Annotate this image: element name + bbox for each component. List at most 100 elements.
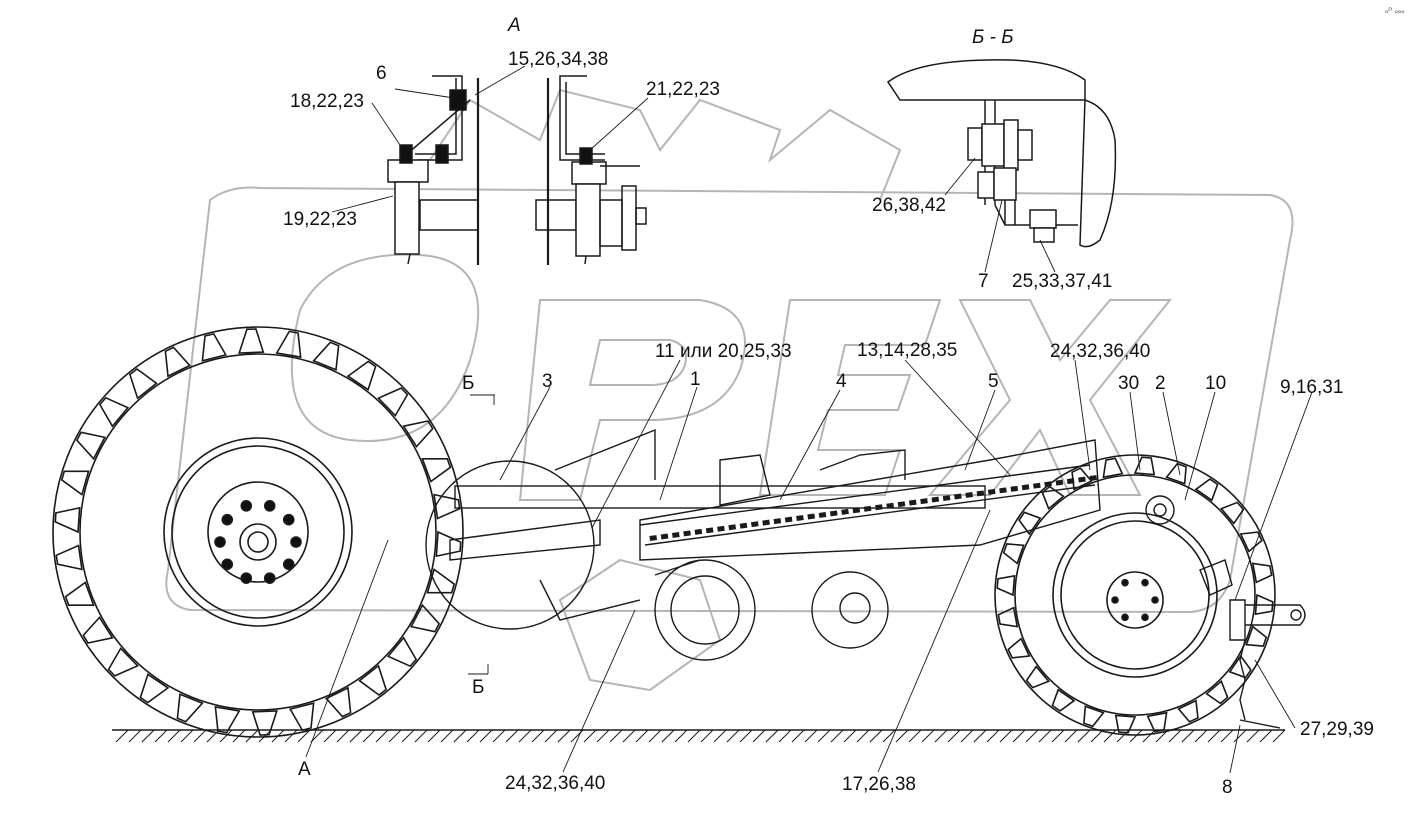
chain-link [784, 516, 793, 523]
hatch-stroke [323, 729, 337, 743]
chain-link [999, 487, 1007, 494]
tyre-lug [996, 574, 1016, 597]
tyre-lug [1239, 531, 1263, 553]
wheel-bolt [263, 500, 276, 512]
chain-link [1089, 475, 1098, 481]
safety-chain [1239, 639, 1281, 729]
wheel-bolt [221, 513, 234, 526]
callout-8: 8 [1222, 777, 1233, 798]
tyre-lug [1228, 654, 1252, 679]
wheel-bolt [282, 513, 295, 526]
ground-hatching [115, 729, 1286, 743]
tyre-lug [238, 328, 265, 354]
tyre-lug [164, 346, 192, 378]
tyre-lug [128, 367, 158, 400]
callout-a-view: А [298, 759, 311, 780]
callout-6: 6 [376, 63, 387, 84]
hatch-stroke [1220, 729, 1234, 743]
watermark-logo [165, 88, 1294, 692]
chain-link [965, 491, 973, 498]
leader-lines [305, 65, 1313, 774]
hatch-stroke [739, 729, 753, 743]
tyre-lug [386, 636, 418, 668]
hatch-stroke [557, 729, 571, 743]
view-title-bb: Б - Б [972, 27, 1014, 48]
hatch-stroke [349, 729, 363, 743]
hatch-stroke [1077, 729, 1091, 743]
hatch-stroke [999, 729, 1013, 743]
chain-link [1055, 479, 1064, 486]
hatch-stroke [1181, 729, 1195, 743]
hatch-stroke [1064, 729, 1078, 743]
hatch-stroke [180, 729, 194, 743]
hatch-stroke [1207, 729, 1221, 743]
callout-25-33-37-41: 25,33,37,41 [1012, 271, 1113, 292]
hatch-stroke [479, 729, 493, 743]
hatch-stroke [648, 729, 662, 743]
callout-10: 10 [1205, 373, 1227, 394]
chain-link [762, 519, 770, 526]
section-mark-bottom: Б [472, 677, 485, 698]
chain-link [773, 518, 782, 525]
chain-link [807, 513, 816, 520]
hatch-stroke [947, 729, 961, 743]
hatch-stroke [908, 729, 922, 743]
tyre-lug [1205, 679, 1229, 705]
hatch-stroke [687, 729, 701, 743]
hatch-stroke [1025, 729, 1039, 743]
tyre-lug [1071, 467, 1093, 491]
hatch-stroke [206, 729, 220, 743]
hatch-stroke [622, 729, 636, 743]
hatch-stroke [934, 729, 948, 743]
tyre-lug [201, 332, 228, 362]
hatch-stroke [336, 729, 350, 743]
hatch-stroke [1103, 729, 1117, 743]
hatch-stroke [505, 729, 519, 743]
tyre-lug [410, 603, 441, 633]
chain-link [672, 531, 680, 538]
tyre-lug [358, 664, 388, 697]
tyre-lug [1041, 485, 1065, 511]
chain-link [931, 496, 940, 503]
hatch-stroke [869, 729, 883, 743]
tyre-lug [997, 606, 1019, 628]
chain-link [886, 502, 894, 509]
callout-1: 1 [690, 369, 701, 390]
tyre-lug [214, 705, 241, 734]
hatch-stroke [401, 729, 415, 743]
hatch-stroke [128, 729, 142, 743]
hatch-stroke [1233, 729, 1247, 743]
tyre-lug [1177, 699, 1199, 723]
wheel-bolt [240, 572, 253, 584]
tyre-lug [1018, 511, 1042, 536]
callout-7: 7 [978, 271, 989, 292]
chain-link [660, 533, 669, 540]
hatch-stroke [752, 729, 766, 743]
hatch-stroke [388, 729, 402, 743]
hatch-stroke [453, 729, 467, 743]
hatch-stroke [544, 729, 558, 743]
chain-link [1021, 484, 1030, 491]
chain-link [717, 525, 725, 532]
hatch-stroke [986, 729, 1000, 743]
tyre-lug [324, 686, 352, 718]
hatch-stroke [115, 729, 129, 743]
wheel-bolt [1121, 613, 1129, 622]
wheel-bolt [1121, 578, 1129, 587]
hatch-stroke [1272, 729, 1286, 743]
chain-link [920, 498, 928, 505]
chain-link [1010, 485, 1019, 492]
hatch-stroke [193, 729, 207, 743]
tyre-lug [421, 458, 452, 483]
callout-13-14-28-35: 13,14,28,35 [857, 340, 958, 361]
callout-27-29-39: 27,29,39 [1300, 719, 1374, 740]
tyre-lug [54, 506, 81, 534]
hatch-stroke [219, 729, 233, 743]
hatch-stroke [167, 729, 181, 743]
chain-link [863, 505, 872, 512]
chain-link [875, 504, 883, 511]
hatch-stroke [882, 729, 896, 743]
chain-link [954, 493, 962, 500]
